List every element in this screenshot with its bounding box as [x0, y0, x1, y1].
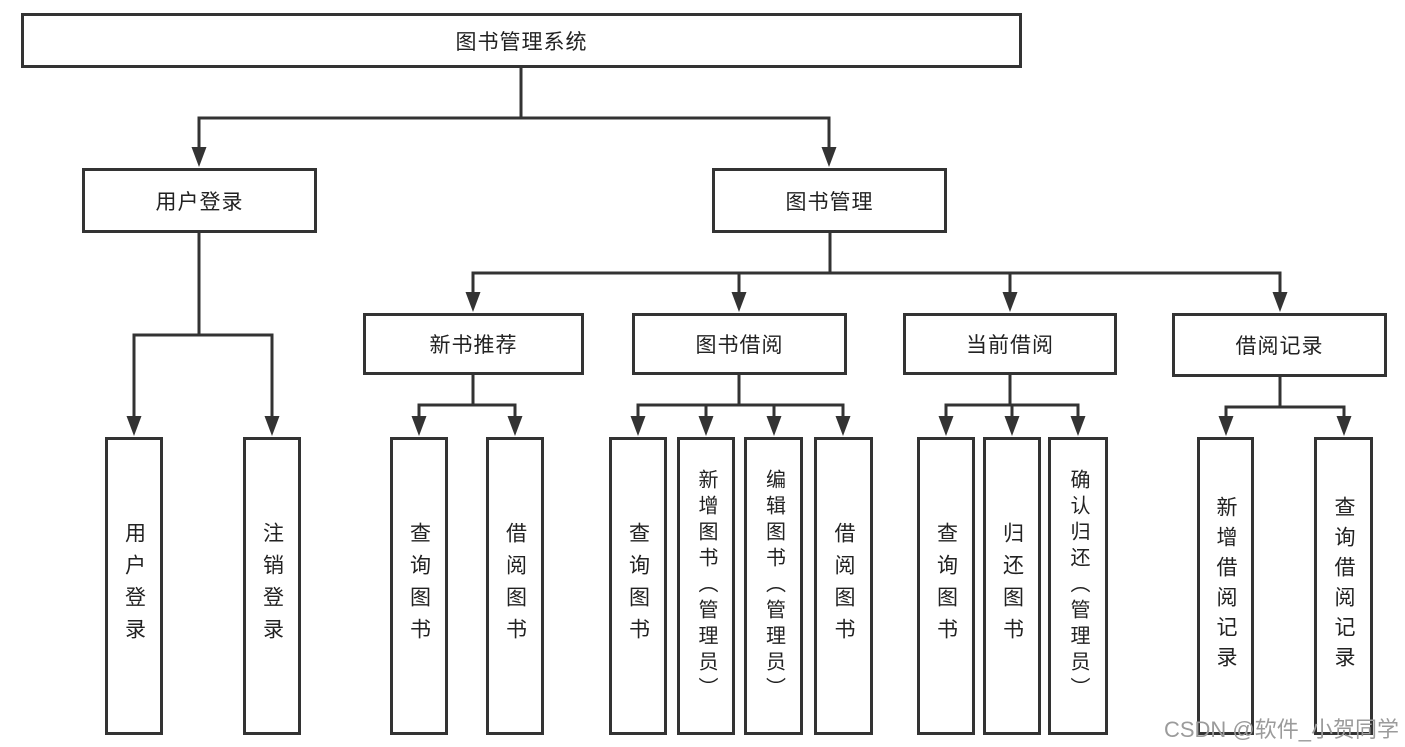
leaf-query-books-current: 查询图书 — [917, 437, 975, 735]
leaf-borrow-books-recommend: 借阅图书 — [486, 437, 544, 735]
leaf-query-books-current-label: 查询图书 — [934, 522, 958, 650]
leaf-query-books-borrow-label: 查询图书 — [626, 522, 650, 650]
csdn-watermark: CSDN @软件_小贺同学 — [1163, 717, 1399, 742]
leaf-query-books-recommend-label: 查询图书 — [407, 522, 431, 650]
node-new-book-recommend: 新书推荐 — [363, 313, 584, 375]
leaf-query-books-borrow: 查询图书 — [609, 437, 667, 735]
leaf-query-borrow-record: 查询借阅记录 — [1314, 437, 1373, 735]
leaf-borrow-books-label: 借阅图书 — [832, 522, 855, 650]
leaf-logout: 注销登录 — [243, 437, 301, 735]
node-borrow-records-label: 借阅记录 — [1235, 335, 1324, 358]
leaf-confirm-return-admin: 确认归还（管理员） — [1048, 437, 1108, 735]
leaf-add-books-admin-label: 新增图书（管理员） — [695, 469, 717, 703]
node-current-borrow-label: 当前借阅 — [966, 334, 1054, 357]
leaf-query-borrow-record-label: 查询借阅记录 — [1332, 496, 1355, 676]
leaf-borrow-books: 借阅图书 — [814, 437, 873, 735]
node-book-management: 图书管理 — [712, 168, 947, 233]
leaf-add-books-admin: 新增图书（管理员） — [677, 437, 735, 735]
leaf-query-books-recommend: 查询图书 — [390, 437, 448, 735]
leaf-borrow-books-recommend-label: 借阅图书 — [503, 522, 527, 650]
leaf-return-books: 归还图书 — [983, 437, 1041, 735]
node-user-login: 用户登录 — [82, 168, 317, 233]
node-book-borrow-label: 图书借阅 — [695, 334, 784, 357]
node-root-system: 图书管理系统 — [21, 13, 1022, 68]
leaf-user-login: 用户登录 — [105, 437, 163, 735]
node-root-label: 图书管理系统 — [455, 30, 588, 54]
node-new-book-recommend-label: 新书推荐 — [429, 334, 518, 357]
node-user-login-label: 用户登录 — [155, 190, 244, 214]
node-borrow-records: 借阅记录 — [1172, 313, 1387, 377]
node-current-borrow: 当前借阅 — [903, 313, 1117, 375]
leaf-add-borrow-record-label: 新增借阅记录 — [1214, 496, 1237, 676]
node-book-borrow: 图书借阅 — [632, 313, 847, 375]
leaf-confirm-return-admin-label: 确认归还（管理员） — [1067, 469, 1089, 703]
arrowheads — [126, 147, 1352, 436]
leaf-logout-label: 注销登录 — [260, 522, 284, 650]
leaf-add-borrow-record: 新增借阅记录 — [1197, 437, 1254, 735]
leaf-edit-books-admin: 编辑图书（管理员） — [744, 437, 803, 735]
leaf-return-books-label: 归还图书 — [1000, 522, 1024, 650]
leaf-edit-books-admin-label: 编辑图书（管理员） — [762, 469, 785, 703]
node-book-management-label: 图书管理 — [785, 190, 874, 214]
leaf-user-login-label: 用户登录 — [122, 522, 146, 650]
